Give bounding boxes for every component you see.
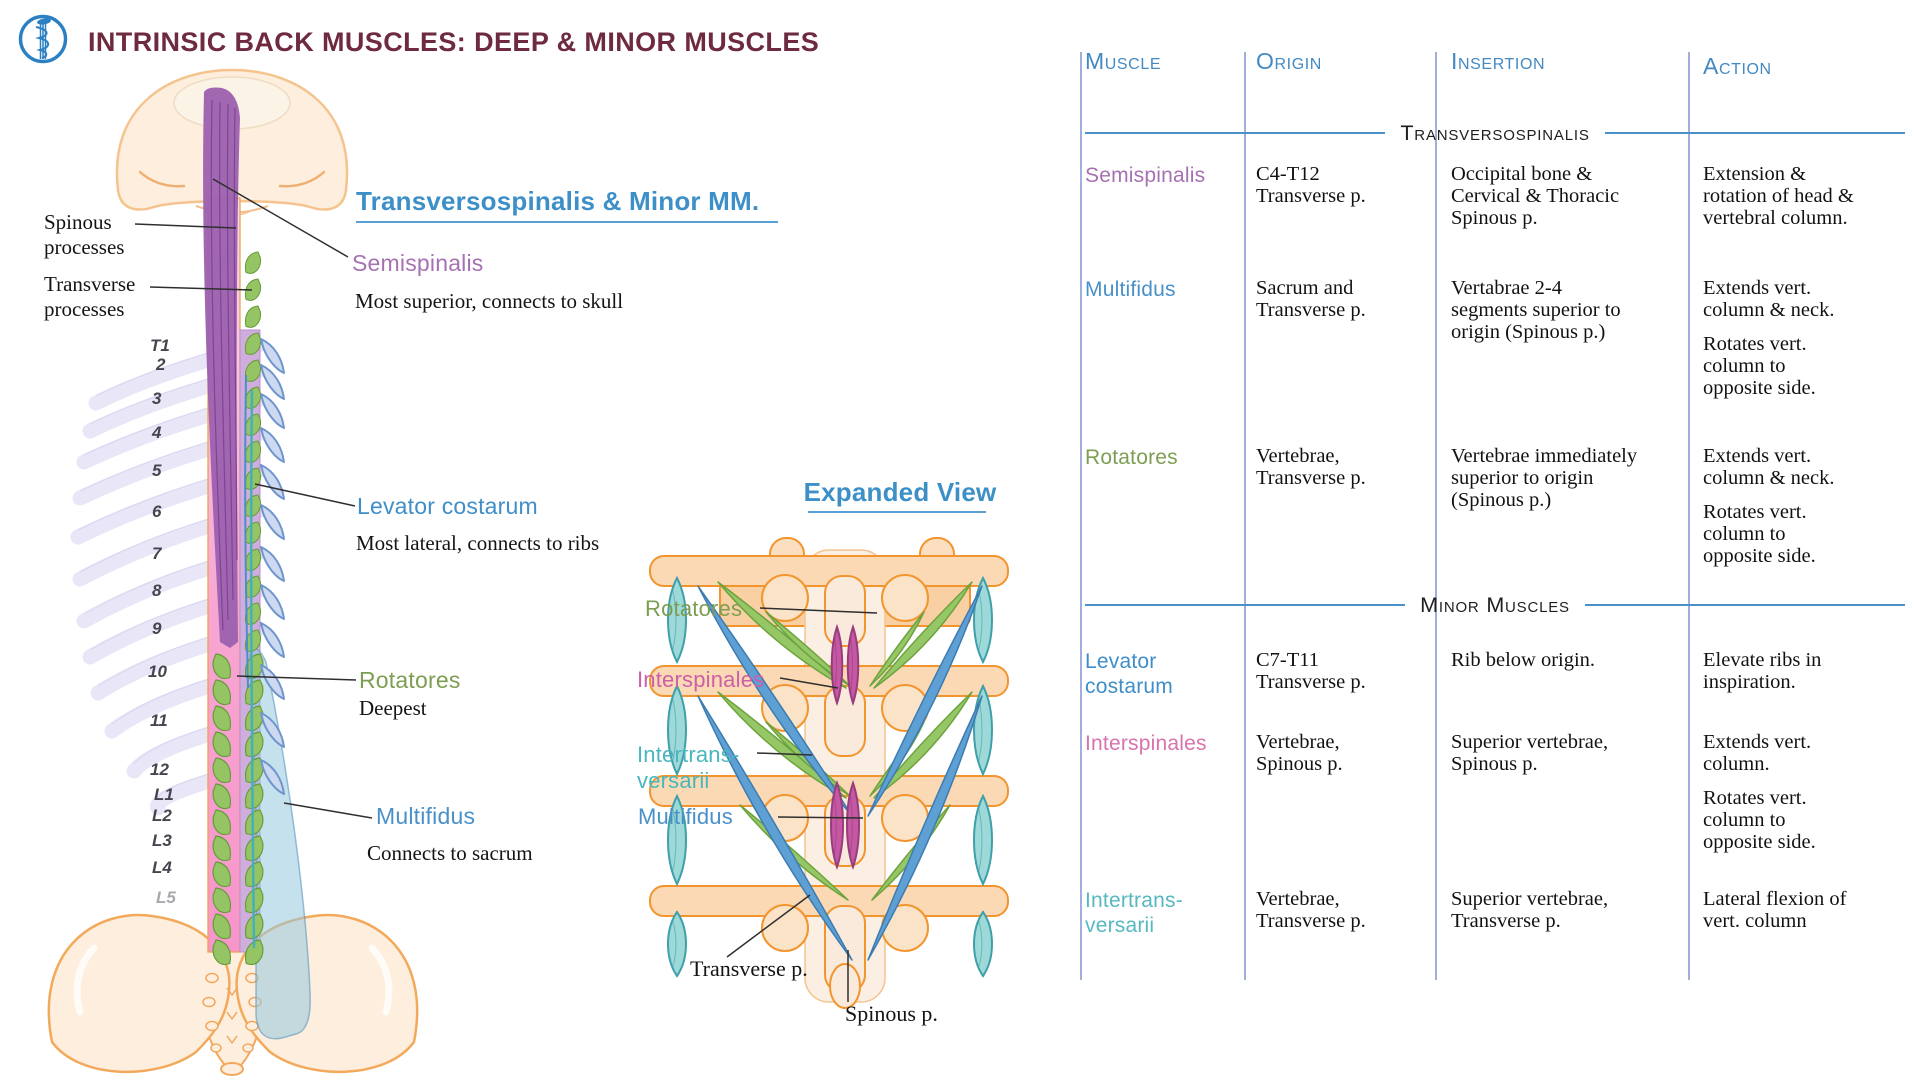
- insertion-cell: Vertebrae immediately superior to origin…: [1451, 445, 1638, 511]
- action-cell: Lateral flexion of vert. column: [1703, 888, 1918, 944]
- action-cell: Extends vert. column & neck. Rotates vert…: [1703, 277, 1918, 411]
- column-divider-line: [1688, 52, 1690, 980]
- heading-underline: [356, 221, 778, 223]
- action-paragraph: Rotates vert. column to opposite side.: [1703, 501, 1816, 567]
- vertebra-label: 4: [152, 423, 162, 442]
- table-column-header: Insertion: [1451, 48, 1546, 74]
- levator-costarum-note: Most lateral, connects to ribs: [356, 531, 600, 555]
- vertebra-label: 3: [152, 389, 162, 408]
- vertebra-label: 8: [152, 581, 162, 600]
- levator-costarum-label: Levator costarum: [357, 493, 538, 519]
- table-column-header: Action: [1703, 53, 1772, 79]
- vertebra-label: L5: [156, 888, 176, 907]
- vertebra-label: 6: [152, 502, 162, 521]
- spinous-processes-label: Spinous processes: [44, 210, 125, 259]
- section-title: Transversospinalis: [1400, 120, 1590, 145]
- insertion-cell: Superior vertebrae, Spinous p.: [1451, 731, 1609, 775]
- leader-lines: [134, 178, 373, 819]
- expanded-interspinales-label: Interspinales: [637, 667, 765, 692]
- muscle-name-cell: Intertrans- versarii: [1085, 889, 1183, 937]
- action-paragraph: Extends vert. column & neck.: [1703, 445, 1835, 489]
- expanded-leader-lines: [726, 607, 878, 1002]
- vertebra-label: L1: [154, 785, 174, 804]
- origin-cell: C4-T12 Transverse p.: [1256, 163, 1366, 207]
- action-paragraph: Extends vert. column & neck.: [1703, 277, 1835, 321]
- transverse-processes-label: Transverse processes: [44, 272, 136, 321]
- table-section-band: Minor Muscles: [1085, 592, 1905, 618]
- action-cell: Extension & rotation of head & vertebral…: [1703, 163, 1918, 241]
- action-paragraph: Rotates vert. column to opposite side.: [1703, 787, 1816, 853]
- rib-head-crescents: [260, 338, 285, 795]
- transversospinalis-heading: Transversospinalis & Minor MM.: [356, 186, 760, 216]
- expanded-rotatores-label: Rotatores: [645, 596, 743, 621]
- intertransversarii-line: [249, 389, 256, 949]
- muscle-name-cell: Interspinales: [1085, 732, 1207, 755]
- column-divider-line: [1435, 52, 1437, 980]
- action-cell: Extends vert. column & neck. Rotates vert…: [1703, 445, 1918, 579]
- action-cell: Extends vert. column. Rotates vert. colum…: [1703, 731, 1918, 865]
- action-paragraph: Extension & rotation of head & vertebral…: [1703, 163, 1854, 229]
- insertion-cell: Vertabrae 2-4 segments superior to origi…: [1451, 277, 1621, 343]
- table-section-band: Transversospinalis: [1085, 120, 1906, 146]
- section-title: Minor Muscles: [1420, 592, 1570, 617]
- action-paragraph: Elevate ribs in inspiration.: [1703, 649, 1822, 693]
- multifidus-label: Multifidus: [376, 803, 476, 829]
- muscle-name-cell: Semispinalis: [1085, 164, 1206, 187]
- insertion-cell: Rib below origin.: [1451, 649, 1596, 671]
- table-column-header: Origin: [1256, 48, 1322, 74]
- origin-cell: C7-T11 Transverse p.: [1256, 649, 1366, 693]
- action-paragraph: Lateral flexion of vert. column: [1703, 888, 1847, 932]
- action-paragraph: Rotates vert. column to opposite side.: [1703, 333, 1816, 399]
- vertebra-label: L4: [152, 858, 172, 877]
- page-title: INTRINSIC BACK MUSCLES: DEEP & MINOR MUS…: [88, 27, 820, 57]
- expanded-multifidus-label: Multifidus: [638, 804, 733, 829]
- semispinalis-note: Most superior, connects to skull: [355, 289, 624, 313]
- column-divider-line: [1080, 52, 1082, 980]
- origin-cell: Sacrum and Transverse p.: [1256, 277, 1366, 321]
- spinous-p-label: Spinous p.: [845, 1001, 938, 1026]
- multifidus-line: [244, 374, 249, 689]
- asclepius-staff-icon[interactable]: [14, 8, 72, 66]
- section-line: [1604, 132, 1906, 134]
- vertebra-label: 12: [150, 760, 169, 779]
- vertebra-label: 10: [148, 662, 167, 681]
- vertebra-label: 9: [152, 619, 162, 638]
- origin-cell: Vertebrae, Transverse p.: [1256, 888, 1366, 932]
- semispinalis-label: Semispinalis: [352, 250, 484, 276]
- origin-cell: Vertebrae, Transverse p.: [1256, 445, 1366, 489]
- vertebra-label: T1: [150, 336, 170, 355]
- spine-illustration: [47, 68, 419, 1076]
- table-column-header: Muscle: [1085, 48, 1162, 74]
- expanded-intertransversarii-label: Intertrans- versarii: [637, 742, 740, 793]
- expanded-muscles: [667, 575, 993, 978]
- multifidus-note: Connects to sacrum: [367, 841, 533, 865]
- origin-cell: Vertebrae, Spinous p.: [1256, 731, 1343, 775]
- expanded-view-heading: Expanded View: [803, 477, 997, 507]
- vertebra-label: L3: [152, 831, 172, 850]
- rotatores-upper-chevrons: [244, 251, 261, 652]
- section-line: [1085, 604, 1406, 606]
- vertebra-label: 7: [152, 544, 162, 563]
- muscle-name-cell: Multifidus: [1085, 278, 1176, 301]
- expanded-view-illustration: [649, 537, 1009, 1009]
- section-line: [1085, 132, 1386, 134]
- vertebra-label: 2: [156, 355, 166, 374]
- column-divider-line: [1244, 52, 1246, 980]
- insertion-cell: Superior vertebrae, Transverse p.: [1451, 888, 1609, 932]
- rotatores-label: Rotatores: [359, 667, 461, 693]
- action-paragraph: Extends vert. column.: [1703, 731, 1812, 775]
- vertebra-label: L2: [152, 806, 172, 825]
- rotatores-note: Deepest: [359, 696, 427, 720]
- action-cell: Elevate ribs in inspiration.: [1703, 649, 1918, 705]
- insertion-cell: Occipital bone & Cervical & Thoracic Spi…: [1451, 163, 1620, 229]
- muscle-name-cell: Levator costarum: [1085, 650, 1173, 698]
- vertebra-label: 11: [150, 711, 168, 730]
- pelvis-illustration: [47, 913, 419, 1076]
- vertebra-label: 5: [152, 461, 162, 480]
- section-line: [1584, 604, 1905, 606]
- expanded-view-underline: [808, 511, 986, 513]
- transverse-p-label: Transverse p.: [690, 956, 808, 981]
- muscle-name-cell: Rotatores: [1085, 446, 1178, 469]
